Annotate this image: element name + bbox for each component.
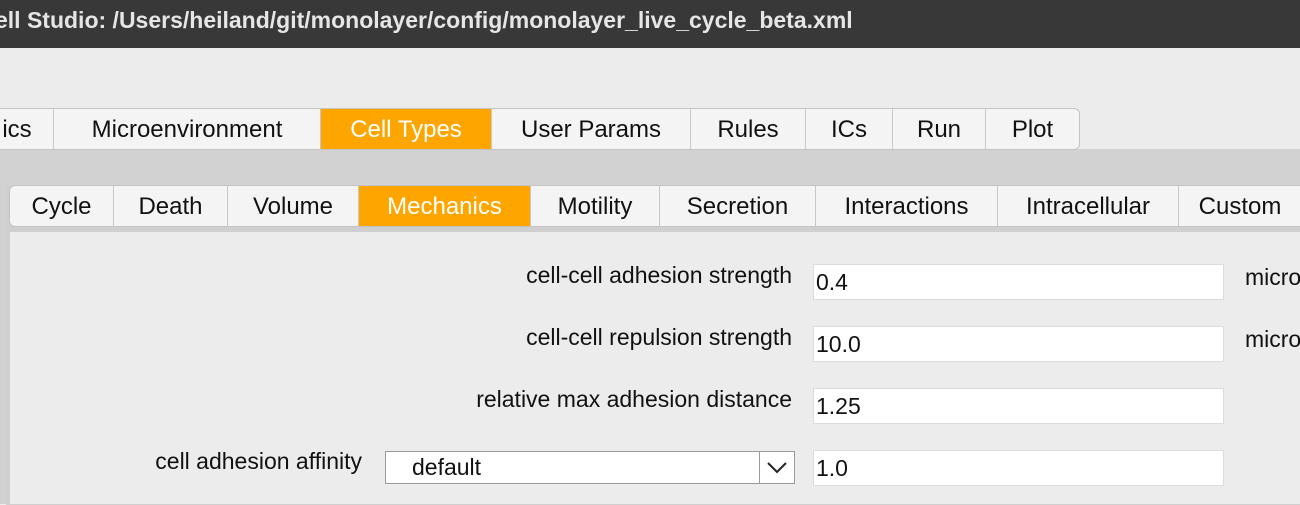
repulsion-strength-unit: micro — [1245, 326, 1300, 352]
sub-tab-bar: Cycle Death Volume Mechanics Motility Se… — [9, 185, 1300, 227]
tab-death[interactable]: Death — [114, 186, 228, 226]
tab-secretion[interactable]: Secretion — [660, 186, 816, 226]
repulsion-strength-label: cell-cell repulsion strength — [526, 324, 792, 350]
max-adhesion-distance-input[interactable] — [813, 388, 1224, 424]
tab-intracellular[interactable]: Intracellular — [998, 186, 1179, 226]
chevron-down-icon[interactable] — [759, 452, 794, 483]
tab-ics-partial[interactable]: ics — [0, 109, 54, 149]
repulsion-strength-input[interactable] — [813, 326, 1224, 362]
tab-run[interactable]: Run — [893, 109, 986, 149]
adhesion-strength-label: cell-cell adhesion strength — [526, 262, 792, 288]
tab-microenvironment[interactable]: Microenvironment — [54, 109, 321, 149]
window-titlebar: ell Studio: /Users/heiland/git/monolayer… — [0, 0, 1300, 48]
adhesion-affinity-label: cell adhesion affinity — [155, 448, 362, 474]
main-tab-bar: ics Microenvironment Cell Types User Par… — [0, 108, 1080, 150]
tab-cell-types[interactable]: Cell Types — [321, 109, 492, 149]
tab-motility[interactable]: Motility — [531, 186, 660, 226]
adhesion-affinity-dropdown[interactable]: default — [385, 451, 795, 484]
adhesion-affinity-selected: default — [412, 454, 482, 480]
window-title: ell Studio: /Users/heiland/git/monolayer… — [0, 7, 853, 33]
tab-plot[interactable]: Plot — [1011, 116, 1054, 143]
tab-ics[interactable]: ICs — [806, 109, 893, 149]
adhesion-strength-unit: micro — [1245, 264, 1300, 290]
tab-interactions[interactable]: Interactions — [816, 186, 998, 226]
adhesion-strength-input[interactable] — [813, 264, 1224, 300]
adhesion-affinity-input[interactable] — [813, 450, 1224, 486]
tab-volume[interactable]: Volume — [228, 186, 359, 226]
tab-mechanics[interactable]: Mechanics — [359, 186, 531, 226]
tab-user-params[interactable]: User Params — [492, 109, 691, 149]
tab-rules[interactable]: Rules — [691, 109, 806, 149]
tab-cycle[interactable]: Cycle — [10, 186, 114, 226]
tab-custom[interactable]: Custom — [1198, 193, 1282, 220]
max-adhesion-distance-label: relative max adhesion distance — [476, 386, 792, 412]
